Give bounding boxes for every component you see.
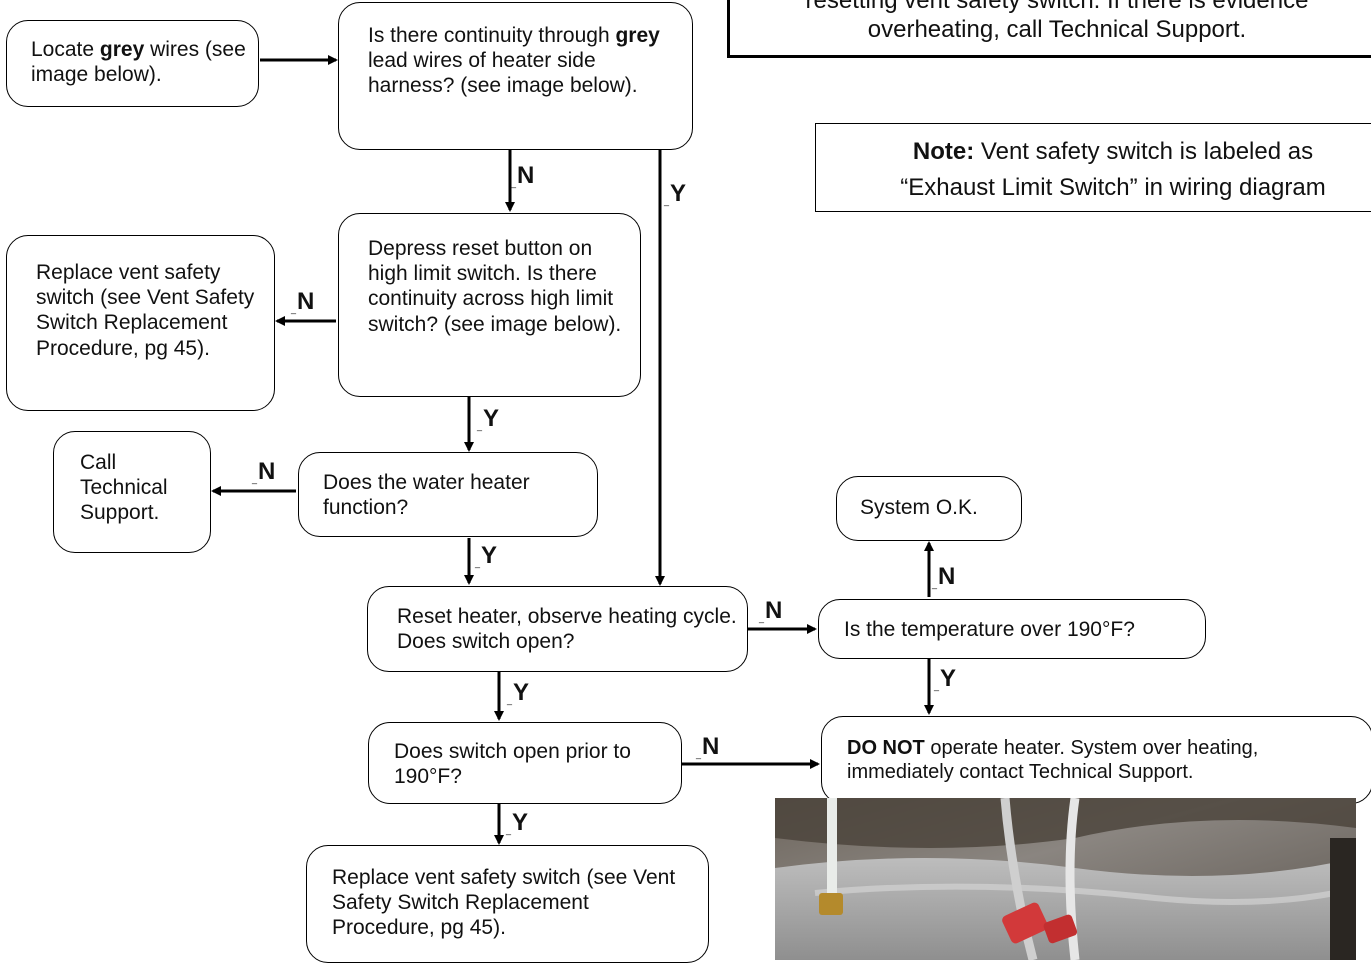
call-support-text: Call Technical Support. [80, 451, 168, 525]
do-not-bold: DO NOT [847, 737, 925, 759]
do-not-post: operate heater. System over heating, imm… [847, 737, 1259, 783]
label-n-water: _N [252, 458, 276, 485]
label-y-depress: _Y [477, 405, 500, 432]
locate-grey-pre: Locate [31, 38, 100, 61]
box-depress-reset: Depress reset button on high limit switc… [338, 213, 641, 397]
box-call-support: Call Technical Support. [53, 431, 211, 553]
box-temperature: Is the temperature over 190°F? [818, 599, 1206, 659]
box-locate-grey: Locate grey wires (see image below). [6, 20, 259, 107]
label-y-reset: _Y [507, 679, 530, 706]
label-y-continuity: _Y [664, 180, 687, 207]
replace-vent-1-text: Replace vent safety switch (see Vent Saf… [36, 261, 255, 360]
continuity-grey-post: lead wires of heater side harness? (see … [368, 49, 638, 98]
reset-heater-text: Reset heater, observe heating cycle. Doe… [397, 605, 737, 654]
label-n-temp: _N [932, 563, 956, 590]
locate-grey-bold: grey [99, 38, 145, 61]
note-text-1: Vent safety switch is labeled as [980, 138, 1314, 165]
label-y-prior: _Y [506, 809, 529, 836]
note-box: Note: Vent safety switch is labeled as “… [815, 123, 1371, 212]
system-ok-text: System O.K. [860, 496, 978, 519]
switch-photo [775, 798, 1356, 960]
switch-prior-text: Does switch open prior to 190°F? [394, 740, 631, 789]
box-do-not-operate: DO NOT operate heater. System over heati… [821, 716, 1371, 804]
label-n-depress: _N [291, 288, 315, 315]
water-heater-text: Does the water heater function? [323, 471, 530, 520]
note-bold: Note: [912, 138, 975, 165]
box-replace-vent-2: Replace vent safety switch (see Vent Saf… [306, 845, 709, 963]
box-continuity-grey: Is there continuity through grey lead wi… [338, 2, 693, 150]
label-y-temp: _Y [934, 665, 957, 692]
temperature-text: Is the temperature over 190°F? [844, 618, 1135, 641]
label-y-water: _Y [475, 542, 498, 569]
continuity-grey-bold: grey [615, 24, 660, 47]
box-switch-open-prior: Does switch open prior to 190°F? [368, 722, 682, 804]
warning-box: resetting vent safety switch. If there i… [727, 0, 1371, 58]
label-n-reset: _N [759, 597, 783, 624]
box-replace-vent-1: Replace vent safety switch (see Vent Saf… [6, 235, 275, 411]
continuity-grey-pre: Is there continuity through [368, 24, 616, 47]
label-n-continuity: _N [511, 162, 535, 189]
locate-grey-post: wires (see image below). [31, 38, 246, 87]
note-line-1: Note: Vent safety switch is labeled as [832, 134, 1371, 170]
note-line-2: “Exhaust Limit Switch” in wiring diagram [900, 174, 1326, 201]
replace-vent-2-text: Replace vent safety switch (see Vent Saf… [332, 866, 676, 940]
warning-line-1: resetting vent safety switch. If there i… [805, 0, 1309, 14]
depress-reset-text: Depress reset button on high limit switc… [368, 237, 622, 336]
warning-line-2: overheating, call Technical Support. [867, 15, 1247, 43]
box-reset-heater: Reset heater, observe heating cycle. Doe… [367, 586, 748, 672]
label-n-prior: _N [696, 733, 720, 760]
box-water-heater-function: Does the water heater function? [298, 452, 598, 537]
box-system-ok: System O.K. [836, 476, 1022, 541]
